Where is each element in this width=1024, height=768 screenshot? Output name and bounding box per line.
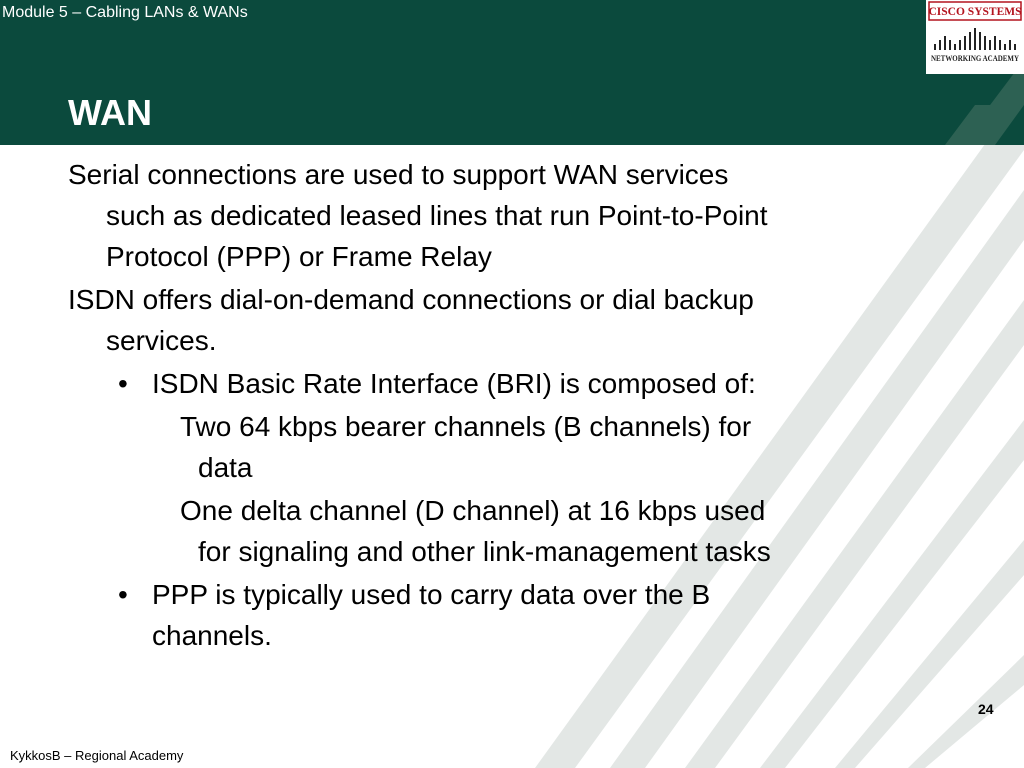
cisco-logo: CISCO SYSTEMS NETWORKING AC bbox=[926, 0, 1024, 74]
paragraph-line: services. bbox=[106, 325, 217, 356]
paragraph-line: Serial connections are used to support W… bbox=[68, 159, 729, 190]
stripe bbox=[760, 420, 1024, 768]
stripe bbox=[835, 540, 1024, 768]
header-band-stripes bbox=[945, 60, 1024, 145]
cisco-bridge-logo-icon: CISCO SYSTEMS NETWORKING AC bbox=[928, 1, 1022, 63]
module-title: Module 5 – Cabling LANs & WANs bbox=[2, 4, 248, 21]
bullet-icon: • bbox=[118, 368, 128, 399]
logo-company-text: CISCO SYSTEMS bbox=[929, 6, 1022, 18]
logo-program-text: NETWORKING ACADEMY bbox=[931, 53, 1019, 63]
bullet-line: PPP is typically used to carry data over… bbox=[152, 579, 711, 610]
bullet-line: channels. bbox=[152, 620, 272, 651]
stripe bbox=[535, 90, 1024, 768]
stripe bbox=[610, 190, 1024, 768]
paragraph-line: such as dedicated leased lines that run … bbox=[106, 200, 768, 231]
paragraph-line: ISDN offers dial-on-demand connections o… bbox=[68, 284, 754, 315]
bullet-icon: • bbox=[118, 579, 128, 610]
header-band: Module 5 – Cabling LANs & WANs WAN bbox=[0, 0, 1024, 145]
sub-item-line: One delta channel (D channel) at 16 kbps… bbox=[180, 495, 766, 526]
stripe bbox=[685, 300, 1024, 768]
page-number: 24 bbox=[978, 701, 994, 717]
sub-item-line: Two 64 kbps bearer channels (B channels)… bbox=[180, 411, 752, 442]
bullet-line: ISDN Basic Rate Interface (BRI) is compo… bbox=[152, 368, 756, 399]
stripe bbox=[908, 655, 1024, 768]
stripe bbox=[945, 105, 1005, 145]
slide-title: WAN bbox=[68, 92, 152, 133]
sub-item-line: for signaling and other link-management … bbox=[198, 536, 771, 567]
paragraph-line: Protocol (PPP) or Frame Relay bbox=[106, 241, 492, 272]
footer-author: KykkosB – Regional Academy bbox=[10, 748, 184, 763]
sub-item-line: data bbox=[198, 452, 253, 483]
